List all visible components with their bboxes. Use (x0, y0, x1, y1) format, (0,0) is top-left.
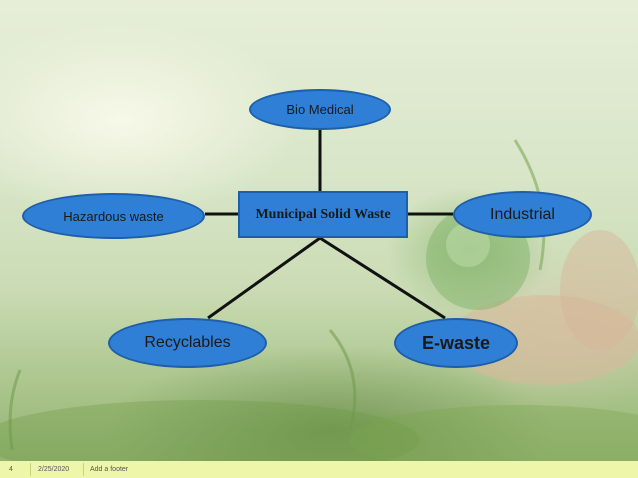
footer-text: Add a footer (90, 466, 129, 473)
footer-divider (30, 463, 31, 476)
slide-number: 4 (9, 466, 13, 473)
globe-highlight (446, 223, 490, 267)
footer-bar: 4 2/25/2020 Add a footer (0, 461, 638, 478)
recyclables-label: Recyclables (144, 334, 231, 351)
fern-leaf (328, 329, 357, 431)
industrial-node: Industrial (453, 191, 592, 238)
connector-recyclables (207, 236, 321, 320)
connector-e-waste (319, 236, 446, 320)
e-waste-node: E-waste (394, 318, 518, 368)
footer-date: 2/25/2020 (38, 466, 70, 473)
industrial-label: Industrial (490, 205, 555, 223)
hand-right-shape (560, 230, 638, 350)
bio-medical-label: Bio Medical (286, 102, 354, 117)
bio-medical-node: Bio Medical (249, 89, 391, 130)
e-waste-label: E-waste (421, 332, 491, 353)
center-node-label: Municipal Solid Waste (255, 207, 391, 222)
hazardous-waste-label: Hazardous waste (63, 208, 164, 224)
center-node: Municipal Solid Waste (238, 191, 408, 238)
hands-shape (450, 295, 638, 385)
moss-ground (0, 400, 420, 478)
moss-ground (350, 405, 638, 475)
fern-leaf (8, 369, 22, 451)
footer-divider (83, 463, 84, 476)
hazardous-waste-node: Hazardous waste (22, 193, 205, 239)
recyclables-node: Recyclables (108, 318, 267, 368)
